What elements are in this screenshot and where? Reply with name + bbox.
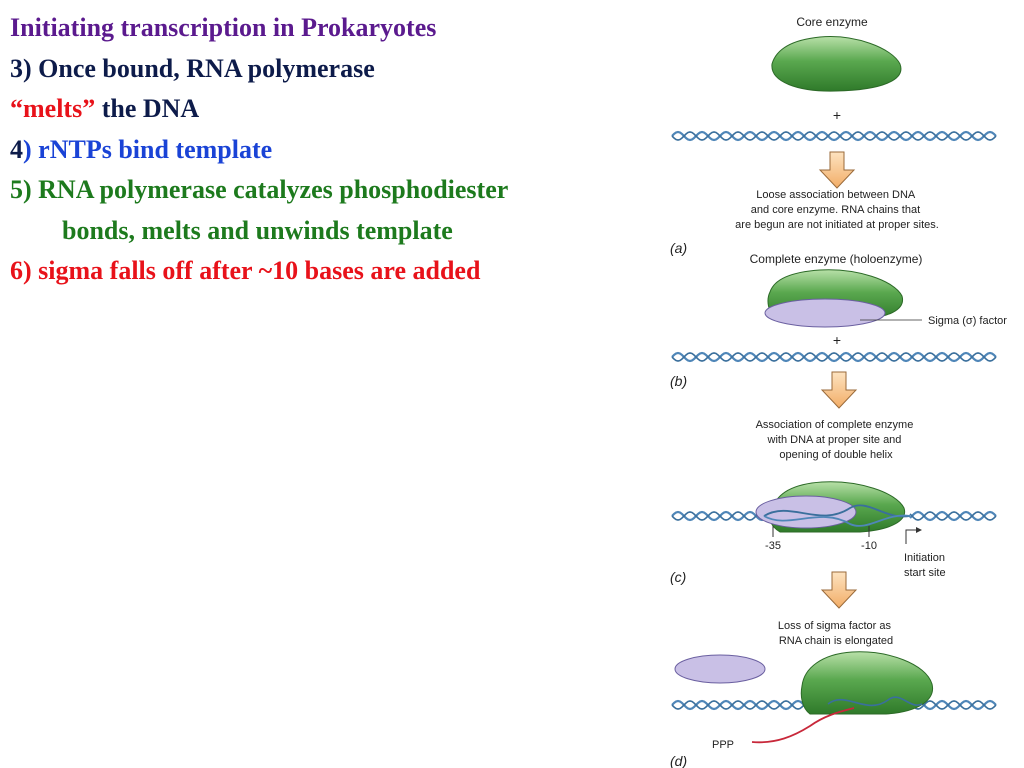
slide-text: Initiating transcription in Prokaryotes …	[10, 8, 670, 292]
down-arrow-3	[820, 571, 858, 609]
plus-sign-b: +	[833, 332, 841, 348]
sigma-factor-label: Sigma (σ) factor	[928, 315, 1007, 327]
caption-a-line-3: are begun are not initiated at proper si…	[735, 219, 939, 231]
caption-a-line-2: and core enzyme. RNA chains that	[751, 204, 920, 216]
step-4-text: ) rNTPs bind template	[23, 134, 273, 164]
close-quote: ”	[82, 94, 96, 123]
initiation-label-line-2: start site	[904, 567, 946, 579]
dna-strand-b-2	[671, 352, 997, 362]
dna-strand-c-left-1	[671, 510, 765, 522]
step-4-number: 4	[10, 134, 23, 164]
dna-strand-c-right-2	[909, 511, 997, 521]
sigma-factor-b	[764, 298, 886, 328]
initiation-arrowhead-icon	[916, 527, 922, 533]
open-quote: “	[10, 94, 23, 123]
released-sigma-factor	[674, 654, 766, 684]
caption-b-line-1: Association of complete enzyme	[756, 419, 914, 431]
step-3-line-1: 3) Once bound, RNA polymerase	[10, 53, 375, 83]
plus-sign-a: +	[833, 107, 841, 123]
slide-title: Initiating transcription in Prokaryotes	[10, 13, 437, 42]
initiation-label: Initiation start site	[904, 552, 948, 579]
caption-a-line-1: Loose association between DNA	[756, 189, 916, 201]
dna-strand-a-2	[671, 131, 997, 141]
caption-c-line-1: Loss of sigma factor as	[778, 620, 892, 632]
open-helix-bubble-2	[763, 514, 911, 527]
dna-strand-a-1	[671, 130, 997, 142]
caption-b: Association of complete enzyme with DNA …	[756, 419, 917, 461]
step-4: 4) rNTPs bind template	[10, 130, 670, 171]
step-5-line-1: 5) RNA polymerase catalyzes phosphodiest…	[10, 175, 509, 204]
core-enzyme-label: Core enzyme	[796, 15, 868, 29]
initiation-arrow-icon	[905, 529, 918, 544]
rna-chain	[751, 707, 855, 744]
panel-c-label: (c)	[670, 569, 686, 585]
step-3-line-2: “melts” the DNA	[10, 89, 670, 130]
ppp-label: PPP	[712, 739, 734, 751]
elongation-bubble	[827, 696, 923, 707]
dna-strand-c-left-2	[671, 511, 765, 521]
caption-a: Loose association between DNA and core e…	[735, 189, 939, 231]
caption-b-line-2: with DNA at proper site and	[767, 434, 902, 446]
holoenzyme-label: Complete enzyme (holoenzyme)	[750, 252, 923, 266]
open-helix-bubble	[763, 504, 911, 518]
dna-strand-b-1	[671, 351, 997, 363]
minus-10-label: -10	[861, 540, 877, 552]
transcription-initiation-figure: Core enzyme + Loose association between …	[670, 15, 1007, 768]
step-5-line-2: bonds, melts and unwinds template	[62, 215, 453, 245]
initiation-label-line-1: Initiation	[904, 552, 945, 564]
the-dna-text: the DNA	[95, 94, 200, 123]
panel-d-label: (d)	[670, 753, 687, 768]
caption-c-line-2: RNA chain is elongated	[779, 635, 893, 647]
minus-35-label: -35	[765, 540, 781, 552]
down-arrow-1	[818, 151, 856, 189]
core-enzyme-shape	[771, 36, 902, 92]
caption-b-line-3: opening of double helix	[779, 449, 893, 461]
step-6: 6) sigma falls off after ~10 bases are a…	[10, 256, 481, 285]
down-arrow-2	[820, 371, 858, 409]
caption-c: Loss of sigma factor as RNA chain is elo…	[778, 620, 894, 647]
panel-b-label: (b)	[670, 373, 687, 389]
panel-a-label: (a)	[670, 240, 687, 256]
melts-word: melts	[23, 94, 83, 123]
